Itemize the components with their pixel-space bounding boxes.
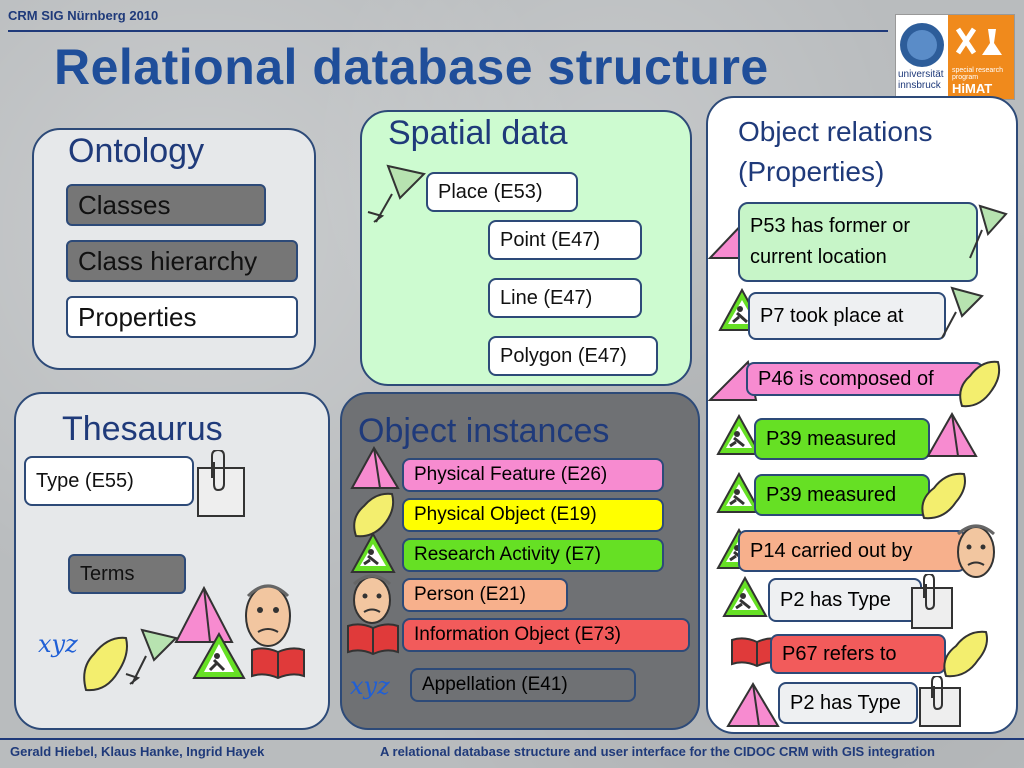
spatial-title: Spatial data — [388, 114, 568, 152]
face-icon — [957, 524, 995, 578]
potato-icon — [921, 472, 966, 520]
paperclip-note-icon — [197, 450, 245, 517]
place-button[interactable]: Place (E53) — [426, 172, 578, 212]
instance-information-object[interactable]: Information Object (E73) — [402, 618, 690, 652]
relation-p14[interactable]: P14 carried out by — [738, 530, 966, 572]
relation-p2-feature[interactable]: P2 has Type — [778, 682, 918, 724]
logo-text-2: innsbruck — [898, 80, 941, 91]
instances-title: Object instances — [358, 412, 610, 450]
footer-paper-title: A relational database structure and user… — [380, 744, 936, 759]
logo-text-1: universität — [898, 69, 944, 80]
instance-research-activity[interactable]: Research Activity (E7) — [402, 538, 664, 572]
construction-sign-icon — [716, 414, 762, 455]
face-icon — [353, 574, 391, 624]
ontology-panel: Ontology Classes Class hierarchy Propert… — [32, 128, 316, 370]
footer-authors: Gerald Hiebel, Klaus Hanke, Ingrid Hayek — [10, 744, 265, 759]
relations-title-line1: Object relations — [738, 116, 933, 147]
construction-sign-icon — [192, 632, 246, 679]
line-button[interactable]: Line (E47) — [488, 278, 642, 318]
relation-p39-object[interactable]: P39 measured — [754, 474, 930, 516]
himat-flag-icon — [367, 164, 426, 223]
instance-person[interactable]: Person (E21) — [402, 578, 568, 612]
paperclip-note-icon — [919, 676, 961, 727]
seal-icon — [896, 15, 1014, 99]
instance-physical-feature[interactable]: Physical Feature (E26) — [402, 458, 664, 492]
himat-flag-icon — [941, 286, 984, 339]
pyramid-icon — [350, 446, 400, 489]
instance-appellation[interactable]: Appellation (E41) — [410, 668, 636, 702]
relation-p7[interactable]: P7 took place at — [748, 292, 946, 340]
spatial-panel: Spatial data Place (E53) Point (E47) Lin… — [360, 110, 692, 386]
polygon-button[interactable]: Polygon (E47) — [488, 336, 658, 376]
header-divider — [8, 30, 888, 32]
relations-panel: Object relations (Properties) P53 has fo… — [706, 96, 1018, 734]
thesaurus-terms-button[interactable]: Terms — [68, 554, 186, 594]
logo-text-3: special research program — [952, 67, 1003, 81]
xyz-label: xyz — [38, 630, 78, 658]
thesaurus-title: Thesaurus — [62, 410, 223, 448]
pyramid-icon — [926, 412, 978, 457]
pyramid-icon — [726, 682, 780, 727]
ontology-properties-button[interactable]: Properties — [66, 296, 298, 338]
xyz-label: xyz — [350, 672, 390, 700]
relation-p39-activity[interactable]: P39 measured — [754, 418, 930, 460]
relation-p53[interactable]: P53 has former or current location — [738, 202, 978, 282]
potato-icon — [943, 630, 988, 678]
relation-p67[interactable]: P67 refers to — [770, 634, 946, 674]
point-button[interactable]: Point (E47) — [488, 220, 642, 260]
potato-icon — [83, 636, 128, 692]
book-icon — [251, 647, 305, 680]
himat-flag-icon — [125, 628, 178, 685]
construction-sign-icon — [350, 532, 396, 573]
conference-label: CRM SIG Nürnberg 2010 — [8, 8, 159, 23]
paperclip-note-icon — [911, 574, 953, 629]
pyramid-icon — [174, 586, 234, 643]
potato-icon — [959, 360, 1001, 408]
page-title: Relational database structure — [54, 39, 769, 95]
thesaurus-panel: Thesaurus Type (E55) Terms xyz — [14, 392, 330, 730]
relations-title-line2: (Properties) — [738, 156, 885, 187]
instance-physical-object[interactable]: Physical Object (E19) — [402, 498, 664, 532]
face-icon — [245, 584, 291, 647]
relation-p46[interactable]: P46 is composed of — [746, 362, 984, 396]
book-icon — [347, 623, 399, 656]
university-logo: universität innsbruck special research p… — [895, 14, 1015, 100]
ontology-class-hierarchy-button[interactable]: Class hierarchy — [66, 240, 298, 282]
construction-sign-icon — [722, 576, 768, 617]
logo-text-4: HiMAT — [952, 81, 993, 96]
thesaurus-type-button[interactable]: Type (E55) — [24, 456, 194, 506]
footer-divider — [0, 738, 1024, 740]
ontology-classes-button[interactable]: Classes — [66, 184, 266, 226]
himat-flag-icon — [969, 204, 1008, 259]
ontology-title: Ontology — [68, 132, 205, 170]
relation-p2-activity[interactable]: P2 has Type — [768, 578, 922, 622]
potato-icon — [353, 492, 395, 538]
construction-sign-icon — [716, 472, 762, 513]
instances-panel: Object instances Physical Feature (E26) … — [340, 392, 700, 730]
